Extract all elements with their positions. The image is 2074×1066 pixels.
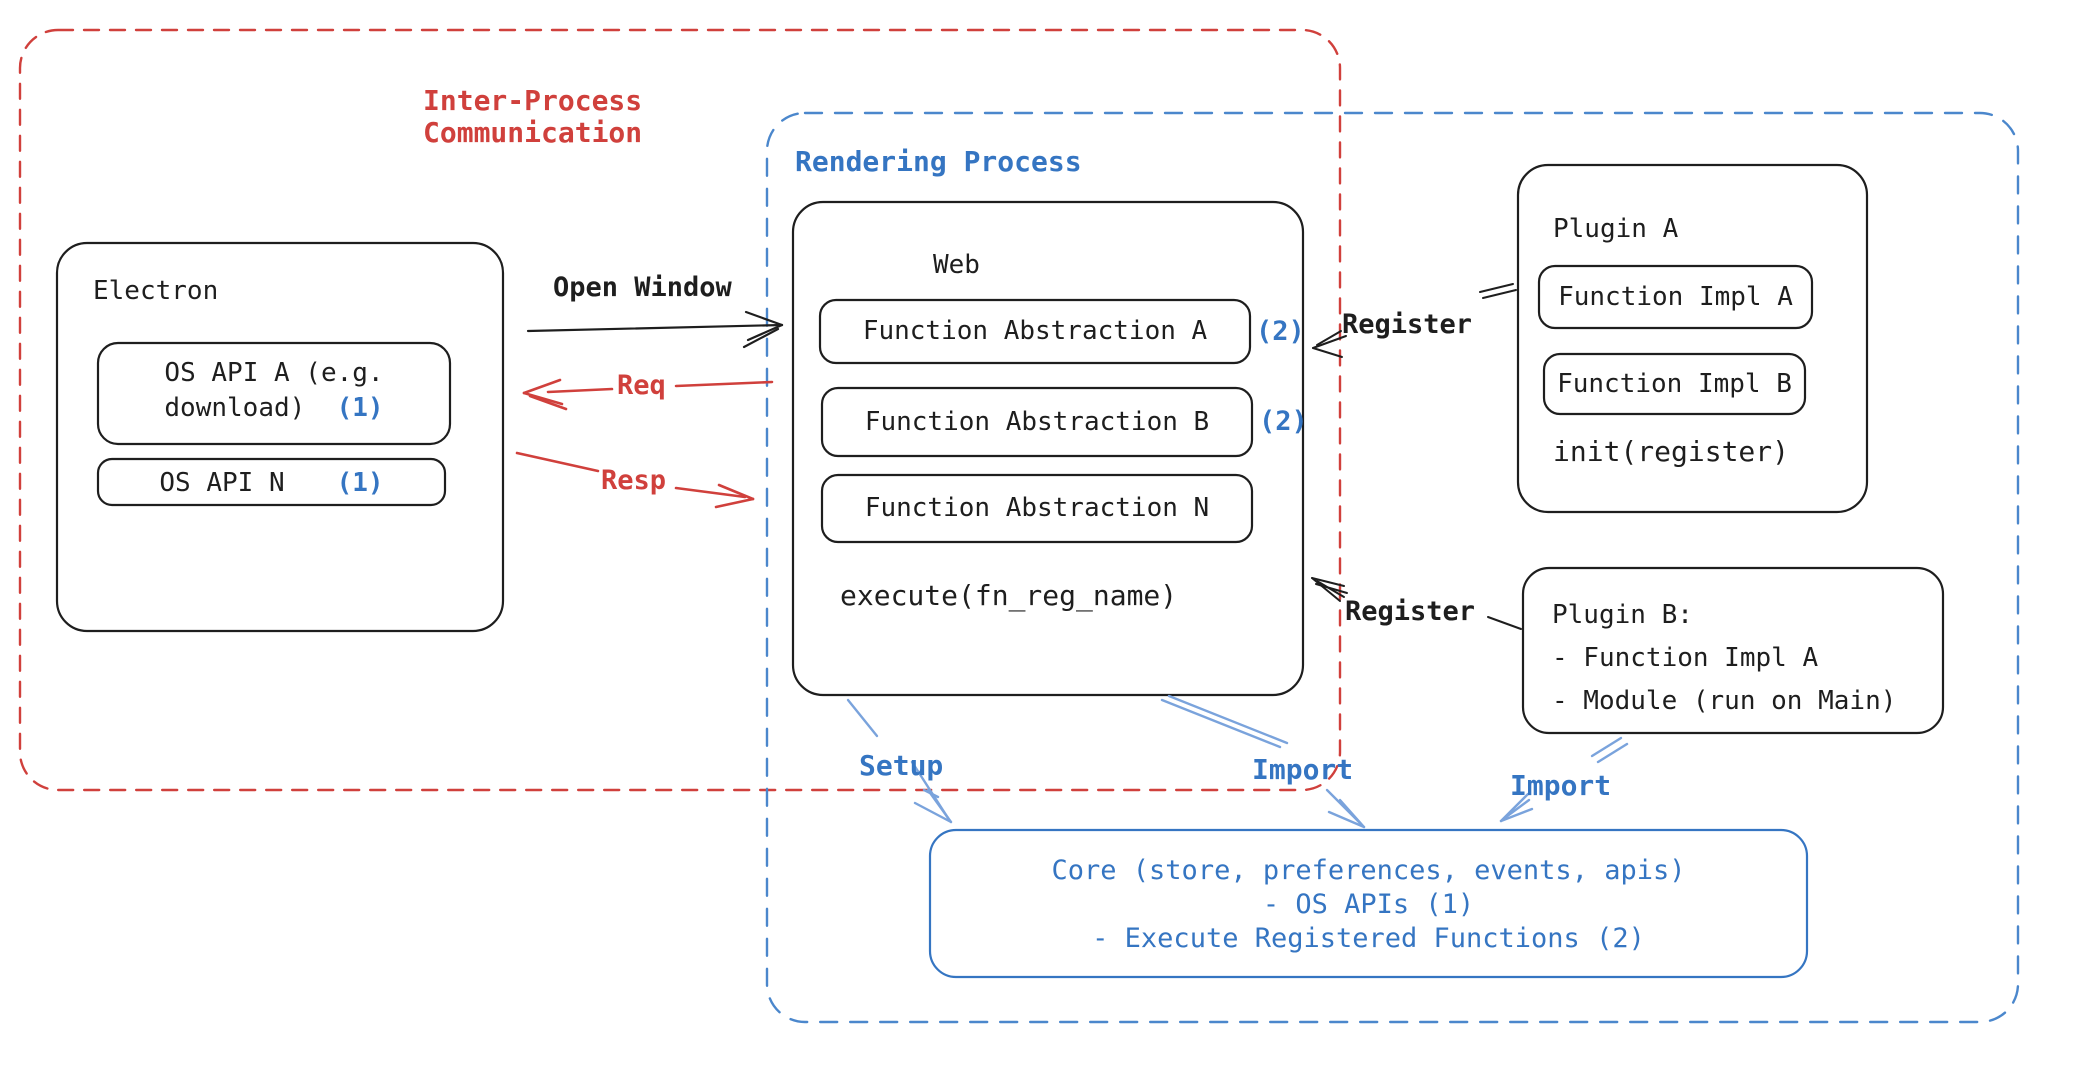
import-web-arrow [1160, 694, 1366, 829]
core-line2: - OS APIs (1) [1262, 889, 1475, 920]
os-api-a-box [96, 341, 452, 446]
register-plugin-b-arrow [1311, 577, 1522, 630]
plugin-b-item2: - Module (run on Main) [1552, 686, 1897, 716]
os-api-n-ref: (1) [336, 468, 384, 498]
fn-abstraction-a-box [818, 298, 1252, 365]
fn-impl-b-label: Function Impl B [1557, 369, 1792, 399]
import-web-label: Import [1252, 753, 1354, 786]
core-line1: Core (store, preferences, events, apis) [1051, 855, 1686, 886]
fn-abstraction-b-label: Function Abstraction B [864, 407, 1210, 437]
os-api-n-box [96, 457, 447, 507]
core-box [928, 828, 1809, 979]
rendering-dashed-region [765, 111, 2020, 1024]
ipc-dashed-region [18, 28, 1342, 792]
plugin-b-box [1521, 566, 1945, 735]
plugin-b-content: Plugin B: - Function Impl A - Module (ru… [1552, 594, 1896, 723]
req-label: Req [617, 370, 666, 401]
fn-abstraction-b-box [820, 386, 1254, 458]
plugin-a-title: Plugin A [1553, 214, 1679, 244]
fn-impl-b-box [1542, 352, 1807, 416]
plugin-b-item1: - Function Impl A [1552, 643, 1819, 673]
core-line3: - Execute Registered Functions (2) [1092, 923, 1645, 954]
rendering-region-label: Rendering Process [795, 145, 1082, 178]
resp-label: Resp [601, 465, 667, 496]
electron-title: Electron [93, 276, 219, 306]
execute-label: execute(fn_reg_name) [840, 579, 1178, 612]
open-window-label: Open Window [553, 272, 732, 303]
import-plugin-b-arrow [1499, 736, 1629, 823]
os-api-a-label: OS API A (e.g. download) (1) [164, 358, 384, 423]
ipc-region-label: Inter-Process Communication [423, 84, 643, 149]
fn-impl-a-label: Function Impl A [1558, 282, 1793, 312]
os-api-n-label: OS API N(1) [159, 468, 384, 498]
web-title: Web [933, 250, 980, 280]
resp-arrow [515, 451, 755, 509]
plugin-a-box [1516, 163, 1869, 514]
register-plugin-b-label: Register [1345, 596, 1476, 627]
fn-abstraction-a-ref: (2) [1256, 316, 1305, 347]
fn-abstraction-a-label: Function Abstraction A [862, 316, 1208, 346]
core-content: Core (store, preferences, events, apis) … [930, 854, 1807, 956]
fn-abstraction-n-box [820, 473, 1254, 544]
req-arrow [522, 378, 774, 411]
init-register-label: init(register) [1553, 435, 1790, 468]
fn-impl-a-box [1537, 264, 1814, 330]
setup-label: Setup [859, 749, 944, 782]
fn-abstraction-n-label: Function Abstraction N [864, 493, 1210, 523]
open-window-arrow [526, 310, 784, 349]
fn-abstraction-b-ref: (2) [1259, 406, 1308, 437]
register-plugin-a-label: Register [1342, 309, 1473, 340]
register-plugin-a-arrow [1312, 283, 1517, 358]
plugin-b-title: Plugin B: [1552, 600, 1693, 630]
os-api-a-ref: (1) [336, 393, 384, 423]
setup-arrow [846, 698, 953, 824]
import-plugin-b-label: Import [1510, 769, 1612, 802]
